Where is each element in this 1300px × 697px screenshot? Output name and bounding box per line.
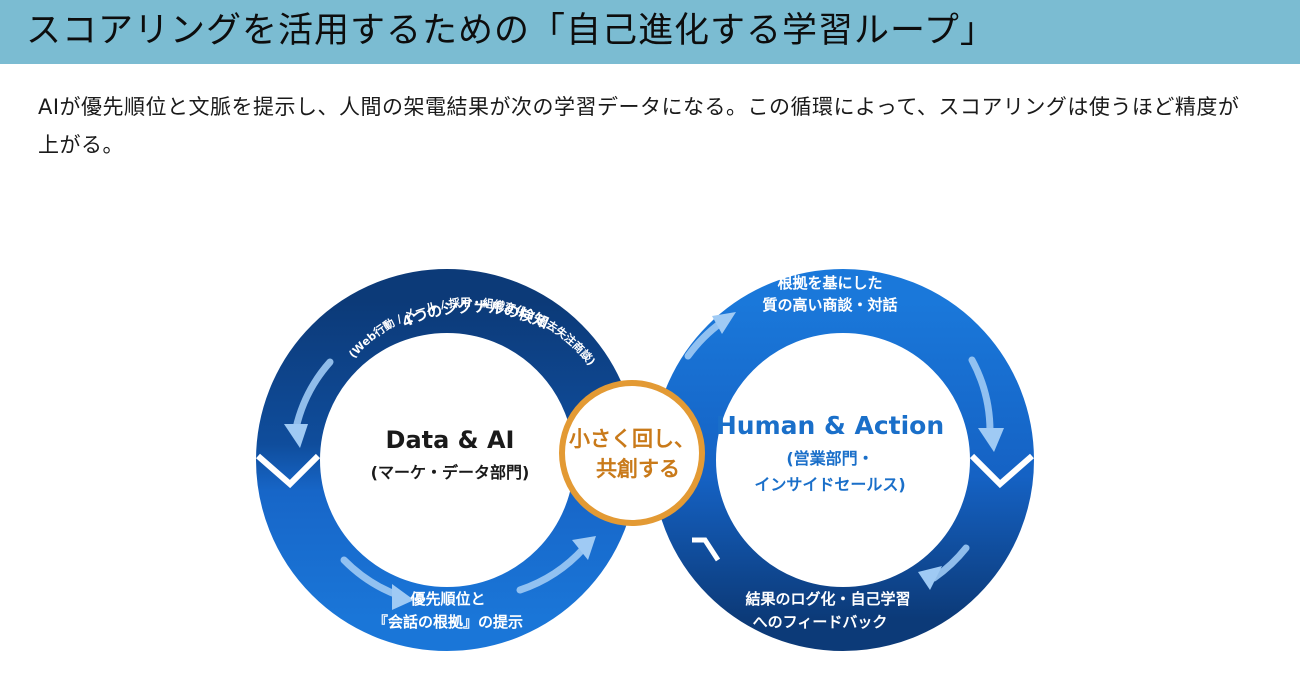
header-bar: スコアリングを活用するための「自己進化する学習ループ」 [0, 0, 1300, 64]
left-loop-subtitle: (マーケ・データ部門) [371, 463, 530, 482]
intro-paragraph: AIが優先順位と文脈を提示し、人間の架電結果が次の学習データになる。この循環によ… [38, 95, 1240, 157]
label-priority-line2: 『会話の根拠』の提示 [373, 613, 523, 631]
left-section-divider [256, 453, 321, 489]
center-text-line2: 共創する [596, 457, 680, 481]
arrowhead-top-left [284, 424, 308, 448]
arrow-top-left [292, 358, 334, 432]
right-loop-title: Human & Action [716, 411, 944, 440]
page-title: スコアリングを活用するための「自己進化する学習ループ」 [26, 11, 996, 51]
arrowhead-center-right [712, 312, 736, 334]
label-priority-line1: 優先順位と [409, 590, 485, 608]
lower-right-notch [692, 537, 721, 562]
right-section-divider [969, 453, 1034, 489]
label-dialogue-line2: 質の高い商談・対話 [762, 296, 897, 314]
center-hub [559, 380, 705, 526]
arrow-heads [284, 312, 1004, 610]
right-loop-subtitle-1: (営業部門・ [786, 449, 873, 468]
arrowhead-bottom-left [392, 584, 414, 610]
arrowhead-bottom-right [918, 566, 942, 590]
label-feedback-line1: 結果のログ化・自己学習 [745, 590, 910, 608]
right-loop-subtitle-2: インサイドセールス) [754, 475, 905, 494]
arrow-right-down [968, 356, 994, 436]
center-text-line1: 小さく回し、 [569, 427, 695, 451]
arrow-center-up [516, 544, 588, 594]
left-loop-title: Data & AI [386, 426, 515, 454]
label-feedback-line2: へのフィードバック [753, 613, 888, 631]
label-dialogue-line1: 根拠を基にした [777, 274, 882, 292]
arrowhead-center-up [572, 536, 596, 560]
arrowhead-right-down [978, 428, 1004, 452]
